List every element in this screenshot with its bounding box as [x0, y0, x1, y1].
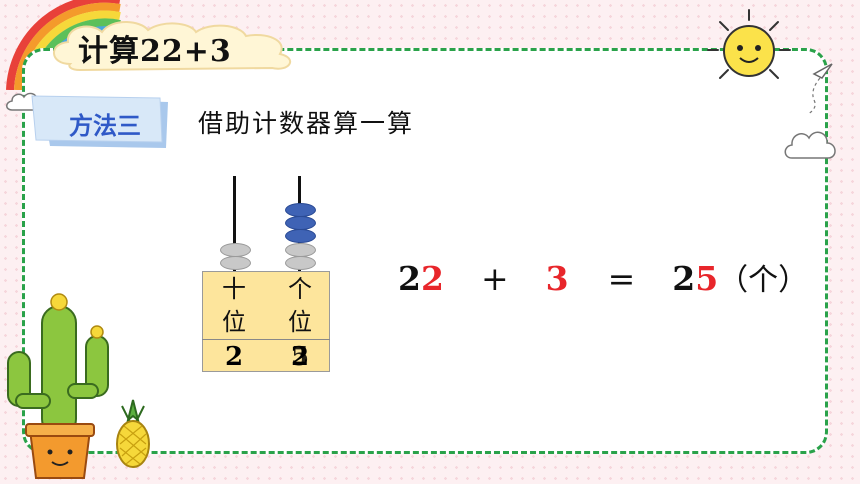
tens-label-line2: 位 — [222, 308, 246, 336]
abacus-bead-gray — [285, 256, 316, 270]
abacus-bead-gray — [220, 256, 251, 270]
method-label: 方法三 — [69, 112, 141, 140]
cactus-icon — [7, 293, 109, 479]
ones-label-line1: 个 — [288, 275, 312, 303]
abacus-bead-gray — [220, 243, 251, 257]
sun-icon — [707, 9, 791, 79]
addend-ones: 2 — [420, 259, 444, 298]
title-cloud — [53, 21, 292, 72]
method-banner — [31, 95, 168, 148]
result-ones: 5 — [695, 259, 719, 298]
ones-digit-overlay: 5 — [290, 342, 310, 372]
cloud-icon — [784, 131, 836, 159]
abacus-divider — [202, 339, 330, 340]
pineapple-icon — [116, 399, 150, 468]
page-title: 计算22+3 — [78, 34, 232, 69]
tens-label-line1: 十 — [222, 275, 246, 303]
abacus-bead-blue — [285, 229, 316, 243]
equation: 22 + 3 = 25（个） — [398, 255, 808, 299]
abacus-bead-blue — [285, 216, 316, 230]
addend-tens: 2 — [398, 259, 421, 298]
plus-sign: + — [480, 259, 509, 298]
ones-label-line2: 位 — [288, 308, 312, 336]
method-description: 借助计数器算一算 — [198, 109, 415, 138]
result-tens: 2 — [672, 259, 696, 298]
ones-digit: 2 — [290, 342, 310, 372]
abacus-bead-gray — [285, 243, 316, 257]
abacus-bead-blue — [285, 203, 316, 217]
abacus-base — [202, 271, 330, 372]
unit-label: （个） — [718, 263, 809, 298]
second-addend: 3 — [545, 259, 569, 298]
equals-sign: = — [607, 259, 636, 298]
tens-digit: 2 — [224, 342, 244, 372]
abacus-rod-tens — [233, 176, 236, 272]
paper-plane-icon — [807, 63, 833, 115]
